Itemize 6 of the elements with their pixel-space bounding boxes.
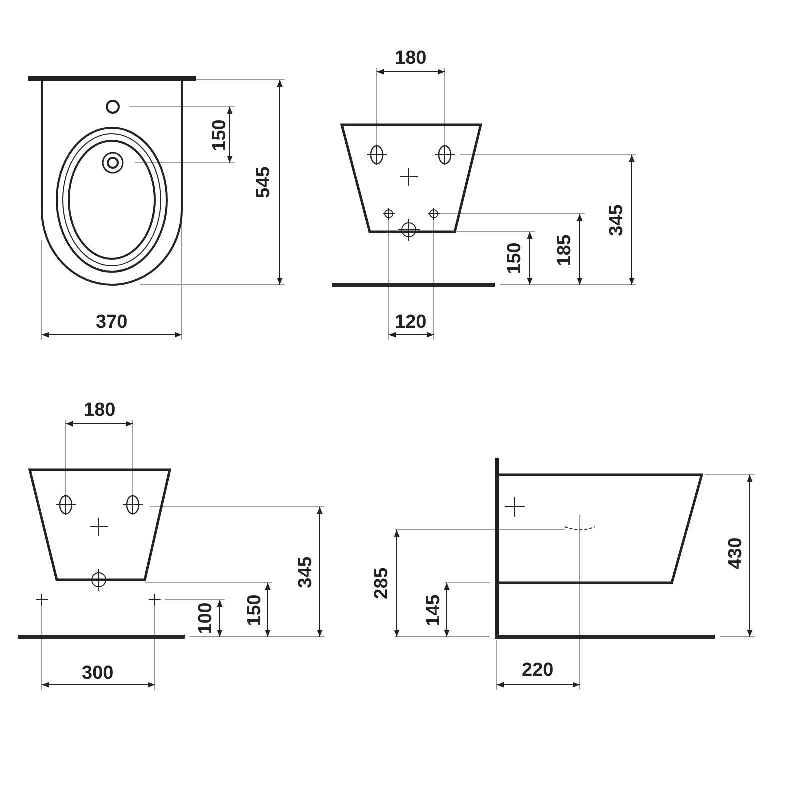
dimension-label: 300 <box>81 664 115 682</box>
dimension-label: 180 <box>83 400 117 420</box>
dimension-label: 120 <box>394 312 428 332</box>
dimension-label: 370 <box>95 312 129 332</box>
dimension-label: 220 <box>521 660 555 680</box>
dimension-label: 180 <box>394 48 428 68</box>
